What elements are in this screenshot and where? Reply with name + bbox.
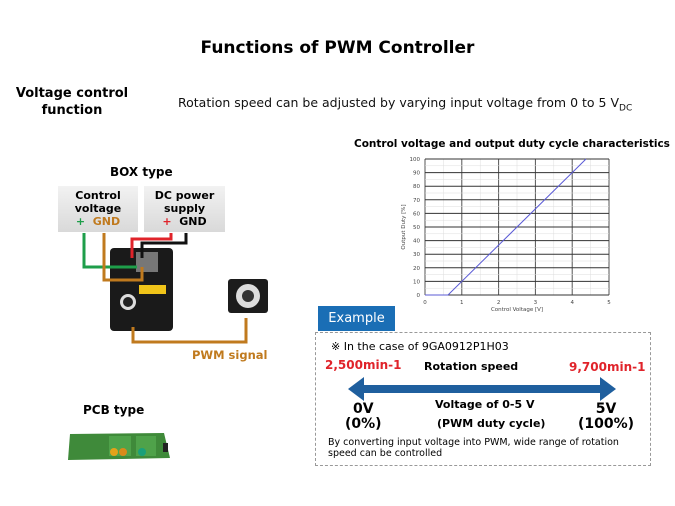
description-text: Rotation speed can be adjusted by varyin… — [178, 95, 620, 110]
control-voltage-box: Control voltage + GND — [58, 186, 138, 232]
series-line — [425, 158, 587, 296]
chart-title: Control voltage and output duty cycle ch… — [354, 138, 670, 150]
x-tick-label: 0 — [423, 300, 427, 306]
y-tick-label: 10 — [413, 279, 420, 285]
control-plus: + — [75, 215, 86, 228]
x-tick-label: 4 — [570, 300, 574, 306]
example-box — [315, 332, 651, 466]
right-range: 5V(100%) — [578, 402, 634, 432]
wire-control-plus — [82, 233, 137, 269]
y-tick-label: 0 — [417, 293, 421, 299]
control-gnd: GND — [92, 215, 121, 228]
wire-power-plus — [130, 233, 173, 258]
y-tick-label: 60 — [413, 211, 420, 217]
left-range: 0V(0%) — [345, 402, 382, 432]
y-tick-label: 30 — [413, 252, 420, 258]
x-tick-label: 3 — [534, 300, 538, 306]
controller-label — [139, 285, 166, 294]
x-axis-label: Control Voltage [V] — [491, 307, 543, 313]
example-note: By converting input voltage into PWM, wi… — [328, 437, 619, 459]
control-voltage-label: Control voltage — [74, 189, 122, 215]
y-axis-label: Output Duty [%] — [401, 204, 407, 249]
y-tick-label: 70 — [413, 198, 420, 204]
y-tick-label: 40 — [413, 239, 420, 245]
example-tab: Example — [318, 306, 395, 331]
range-arrow — [348, 377, 616, 401]
pcb-board-image — [68, 433, 170, 460]
pwm-duty-label: (PWM duty cycle) — [437, 417, 546, 430]
max-speed: 9,700min-1 — [569, 360, 646, 374]
y-tick-label: 90 — [413, 171, 420, 177]
pcb-type-title: PCB type — [83, 403, 145, 417]
y-tick-label: 20 — [413, 266, 420, 272]
voltage-label: Voltage of 0-5 V — [435, 398, 535, 411]
x-tick-label: 5 — [607, 300, 611, 306]
min-speed: 2,500min-1 — [325, 358, 402, 372]
right-percent: (100%) — [578, 416, 635, 432]
dc-power-label: DC power supply — [154, 189, 215, 215]
y-tick-label: 100 — [410, 157, 421, 163]
rotation-speed-label: Rotation speed — [424, 360, 519, 373]
wire-control-gnd — [102, 233, 144, 282]
dc-power-box: DC power supply + GND — [144, 186, 225, 232]
example-case: ※ In the case of 9GA0912P1H03 — [331, 340, 509, 353]
description: Rotation speed can be adjusted by varyin… — [178, 95, 632, 114]
box-wiring-diagram — [82, 233, 268, 344]
right-voltage: 5V — [595, 401, 617, 417]
left-voltage: 0V — [353, 401, 374, 417]
y-tick-label: 50 — [413, 225, 420, 231]
y-tick-label: 80 — [413, 184, 420, 190]
power-plus: + — [162, 215, 172, 228]
box-type-title: BOX type — [110, 165, 173, 179]
x-tick-label: 2 — [497, 300, 501, 306]
power-gnd: GND — [179, 215, 207, 228]
wire-power-gnd — [140, 233, 188, 258]
left-percent: (0%) — [345, 416, 382, 432]
pwm-signal-label: PWM signal — [192, 348, 268, 362]
wire-pwm — [131, 318, 248, 344]
description-subscript: DC — [619, 103, 633, 114]
page-title: Functions of PWM Controller — [200, 38, 475, 58]
x-tick-label: 1 — [460, 300, 464, 306]
section-label: Voltage control function — [15, 86, 129, 118]
